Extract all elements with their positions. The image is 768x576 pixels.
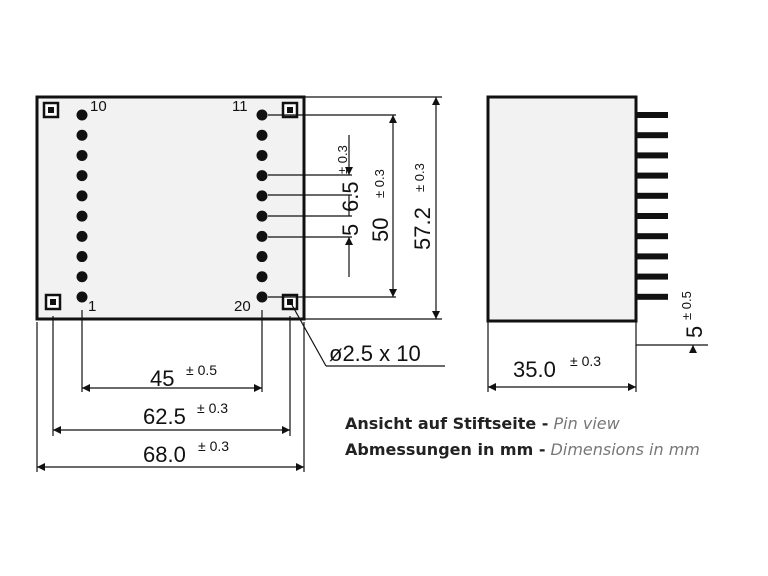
- dim-68-0-tolerance: ± 0.3: [198, 438, 229, 454]
- left-row-pin: [76, 251, 88, 263]
- dim-pitch-tolerance: ± 0.3: [335, 145, 350, 174]
- front-view: 10 11 1 20: [35, 95, 306, 321]
- pin-label-20: 20: [234, 298, 251, 315]
- side-pin: [636, 192, 668, 199]
- left-pin-row: [76, 109, 88, 303]
- right-row-pin: [256, 149, 268, 161]
- dim-pitch: 5 6.5 ± 0.3: [335, 135, 363, 277]
- right-pin-row: [256, 109, 268, 303]
- dim-pin-length-value: 5: [682, 326, 707, 338]
- mount-pin-bottom-left: [44, 293, 62, 311]
- dim-50-value: 50: [368, 218, 393, 242]
- right-row-pin: [256, 251, 268, 263]
- dim-35-0: 35.0 ± 0.3: [488, 353, 636, 391]
- dim-45: 45 ± 0.5: [82, 362, 262, 392]
- right-row-pin: [256, 210, 268, 222]
- mount-pin-bottom-right: [281, 293, 299, 311]
- dim-45-value: 45: [150, 366, 174, 391]
- left-row-pin: [76, 170, 88, 182]
- left-row-pin: [76, 129, 88, 141]
- caption-pin-view-de: Ansicht auf Stiftseite -: [345, 414, 549, 433]
- dim-pin-length-tolerance: ± 0.5: [679, 291, 694, 320]
- pin-label-11: 11: [232, 98, 248, 115]
- side-pin: [636, 132, 668, 139]
- side-pin: [636, 152, 668, 159]
- side-pin: [636, 293, 668, 300]
- extension-lines-horizontal: [36, 310, 305, 472]
- dim-68-0: 68.0 ± 0.3: [37, 438, 304, 471]
- left-row-pin: [76, 210, 88, 222]
- pin-label-10: 10: [90, 98, 107, 115]
- right-row-pin: [256, 109, 268, 121]
- right-row-pin: [256, 271, 268, 283]
- dim-35-0-tolerance: ± 0.3: [570, 353, 601, 369]
- dim-50: 50 ± 0.3: [368, 115, 397, 297]
- side-view: [486, 95, 668, 323]
- caption-dimensions: Abmessungen in mm - Dimensions in mm: [345, 440, 700, 459]
- side-body: [486, 95, 638, 323]
- side-pin: [636, 112, 668, 118]
- side-pin: [636, 213, 668, 219]
- dim-57-2: 57.2 ± 0.3: [410, 97, 440, 319]
- right-row-pin: [256, 190, 268, 202]
- extension-lines-vertical: [268, 96, 442, 320]
- left-row-pin: [76, 149, 88, 161]
- dim-62-5: 62.5 ± 0.3: [53, 400, 290, 434]
- caption-pin-view-en: Pin view: [553, 414, 620, 433]
- side-pin: [636, 172, 668, 179]
- right-row-pin: [256, 170, 268, 182]
- mount-pin-top-left: [42, 101, 60, 119]
- caption-dimensions-en: Dimensions in mm: [550, 440, 700, 459]
- left-row-pin: [76, 190, 88, 202]
- side-pin: [636, 273, 668, 280]
- dim-45-tolerance: ± 0.5: [186, 362, 217, 378]
- mount-pin-top-right: [281, 101, 299, 119]
- hole-callout: ø2.5 x 10: [291, 304, 445, 367]
- left-row-pin: [76, 291, 88, 303]
- left-row-pin: [76, 230, 88, 242]
- dim-57-2-tolerance: ± 0.3: [412, 163, 427, 192]
- right-row-pin: [256, 291, 268, 303]
- left-row-pin: [76, 271, 88, 283]
- caption-pin-view: Ansicht auf Stiftseite - Pin view: [345, 414, 620, 433]
- dim-pitch-5-value: 5: [338, 224, 363, 236]
- pin-label-1: 1: [88, 298, 96, 315]
- dim-62-5-value: 62.5: [143, 404, 186, 429]
- side-pin: [636, 233, 668, 240]
- dim-pin-length: 5 ± 0.5: [679, 291, 707, 353]
- side-pin-stack: [636, 112, 668, 300]
- right-row-pin: [256, 129, 268, 141]
- dim-57-2-value: 57.2: [410, 207, 435, 250]
- left-row-pin: [76, 109, 88, 121]
- right-row-pin: [256, 230, 268, 242]
- caption-dimensions-de: Abmessungen in mm -: [345, 440, 546, 459]
- dim-62-5-tolerance: ± 0.3: [197, 400, 228, 416]
- hole-dimension: ø2.5 x 10: [329, 341, 421, 366]
- dim-pitch-6-5-value: 6.5: [338, 181, 363, 212]
- dim-50-tolerance: ± 0.3: [372, 169, 387, 198]
- dim-35-0-value: 35.0: [513, 357, 556, 382]
- side-pin: [636, 253, 668, 260]
- dim-68-0-value: 68.0: [143, 442, 186, 467]
